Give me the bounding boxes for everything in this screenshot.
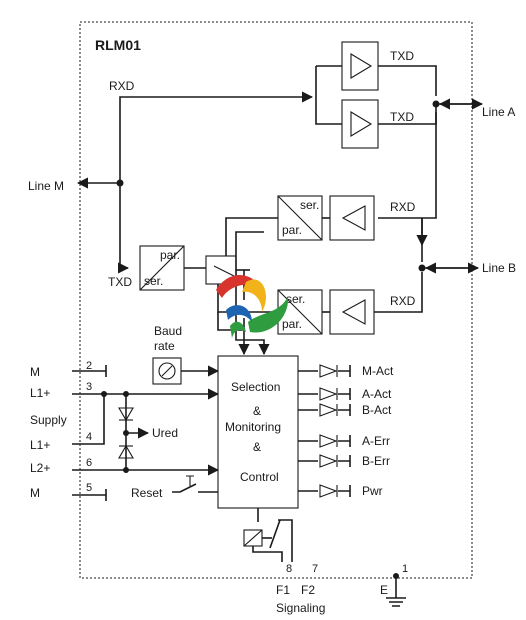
led-a-act: A-Act (298, 387, 392, 401)
pin-1: 1 (402, 563, 408, 575)
terminal-m-top: M (30, 365, 40, 379)
pin-2: 2 (86, 360, 92, 372)
control-text-3: Monitoring (225, 420, 281, 434)
baud-rate-switch[interactable] (152, 357, 182, 385)
led-a-err: A-Err (298, 434, 390, 448)
pin-5: 5 (86, 482, 92, 494)
brand-logo (216, 275, 289, 338)
led-label: Pwr (362, 484, 383, 498)
baud-label-1: Baud (154, 324, 182, 338)
converter-par-ser-left: par. ser. (139, 245, 185, 291)
signaling-relay (243, 519, 293, 562)
amplifier-b2 (329, 289, 375, 335)
terminal-f2: F2 (301, 583, 315, 597)
led-b-err: B-Err (298, 454, 390, 468)
control-text-1: Selection (231, 380, 280, 394)
supply-diodes (118, 394, 150, 470)
svg-text:par.: par. (282, 317, 302, 331)
pin-3: 3 (86, 381, 92, 393)
terminal-m-bottom: M (30, 486, 40, 500)
terminal-l2: L2+ (30, 461, 50, 475)
device-title: RLM01 (95, 37, 141, 53)
terminal-f1: F1 (276, 583, 290, 597)
txd-label-mid: TXD (390, 110, 414, 124)
line-b-label: Line B (482, 261, 516, 275)
led-label: M-Act (362, 364, 394, 378)
control-text-4: & (253, 440, 261, 454)
supply-label: Supply (30, 413, 67, 427)
reset-label: Reset (131, 486, 163, 500)
baud-label-2: rate (154, 339, 175, 353)
converter-ser-par-top: ser. par. (277, 195, 323, 241)
reset-button[interactable] (172, 475, 218, 493)
pin-8: 8 (286, 563, 292, 575)
ured-label: Ured (152, 426, 178, 440)
txd-label-left: TXD (108, 275, 132, 289)
amplifier-a1 (341, 41, 379, 91)
led-label: B-Act (362, 403, 392, 417)
terminal-l1-a: L1+ (30, 386, 50, 400)
led-label: A-Act (362, 387, 392, 401)
svg-text:ser.: ser. (144, 274, 163, 288)
amplifier-b1 (329, 195, 375, 241)
rxd-label-bottom: RXD (390, 294, 416, 308)
svg-text:ser.: ser. (300, 198, 319, 212)
ground-icon (386, 576, 406, 607)
control-text-5: Control (240, 470, 279, 484)
line-a-label: Line A (482, 105, 515, 119)
pin-7: 7 (312, 563, 318, 575)
svg-text:ser.: ser. (286, 292, 305, 306)
amplifier-a2 (341, 99, 379, 149)
svg-text:par.: par. (160, 248, 180, 262)
device-frame (79, 21, 473, 579)
terminal-l1-b: L1+ (30, 438, 50, 452)
pin-4: 4 (86, 431, 92, 443)
line-m-label: Line M (28, 179, 64, 193)
svg-text:par.: par. (282, 223, 302, 237)
led-label: A-Err (362, 434, 390, 448)
signaling-label: Signaling (276, 601, 325, 615)
rxd-label-mid: RXD (390, 200, 416, 214)
pin-6: 6 (86, 457, 92, 469)
led-b-act: B-Act (298, 403, 392, 417)
rxd-label-top: RXD (109, 79, 135, 93)
led-m-act: M-Act (298, 364, 394, 378)
led-pwr: Pwr (298, 484, 383, 498)
ground-label: E (380, 583, 388, 597)
txd-label-top: TXD (390, 49, 414, 63)
led-label: B-Err (362, 454, 390, 468)
control-text-2: & (253, 404, 261, 418)
